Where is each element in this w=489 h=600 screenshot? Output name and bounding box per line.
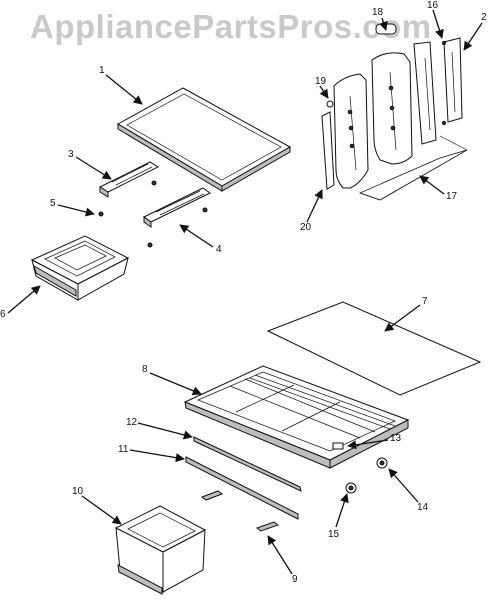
part-knobs: [332, 442, 388, 494]
callout-label-10: 10: [72, 486, 84, 497]
part-screws: [98, 180, 208, 248]
callout-16: 16: [427, 0, 444, 39]
callout-10: 10: [72, 486, 122, 525]
callout-label-8: 8: [142, 364, 148, 375]
callout-9: 9: [267, 535, 298, 585]
callout-label-20: 20: [300, 222, 312, 233]
part-shelf-bracket-left: [98, 161, 160, 198]
callout-label-19: 19: [315, 76, 327, 87]
watermark-logo: AppliancePartsPros.com: [30, 8, 432, 45]
part-crisper-strips: [185, 436, 302, 520]
callout-label-2: 2: [481, 12, 487, 23]
part-deli-drawer: [30, 235, 130, 301]
callout-6: 6: [0, 285, 41, 320]
part-clips: [200, 490, 280, 532]
callout-1: 1: [99, 65, 143, 105]
callout-label-12: 12: [126, 417, 138, 428]
callout-7: 7: [384, 296, 428, 332]
callout-2: 2: [463, 12, 487, 51]
callout-label-9: 9: [292, 574, 298, 585]
part-shelf-bracket-right: [143, 187, 211, 228]
callout-12: 12: [126, 417, 193, 440]
callout-3: 3: [68, 149, 112, 180]
callout-20: 20: [300, 189, 323, 233]
callout-8: 8: [142, 364, 202, 396]
callout-label-5: 5: [50, 198, 56, 209]
part-glass-shelf: [116, 87, 292, 192]
callout-14: 14: [388, 468, 429, 513]
part-crisper-cover-frame: [183, 365, 410, 469]
part-crisper-cover-glass: [266, 301, 482, 396]
callout-18: 18: [372, 7, 388, 31]
callout-17: 17: [419, 175, 458, 202]
callout-label-13: 13: [390, 433, 402, 444]
callout-15: 15: [328, 493, 349, 540]
callout-19: 19: [315, 76, 329, 99]
callout-5: 5: [50, 198, 95, 217]
callout-label-14: 14: [417, 502, 429, 513]
part-air-duct-assembly: [321, 23, 468, 201]
callout-label-3: 3: [68, 149, 74, 160]
callout-label-6: 6: [0, 309, 6, 320]
callout-13: 13: [347, 433, 402, 450]
callout-label-4: 4: [216, 244, 222, 255]
callout-label-18: 18: [372, 7, 384, 18]
callout-label-7: 7: [422, 296, 428, 307]
part-crisper-drawer: [114, 505, 207, 595]
callout-label-16: 16: [427, 0, 439, 11]
callout-label-1: 1: [99, 65, 105, 76]
callout-label-17: 17: [446, 191, 458, 202]
callout-4: 4: [179, 224, 222, 255]
callout-11: 11: [118, 444, 185, 463]
callout-label-15: 15: [328, 529, 340, 540]
callout-label-11: 11: [118, 444, 129, 455]
